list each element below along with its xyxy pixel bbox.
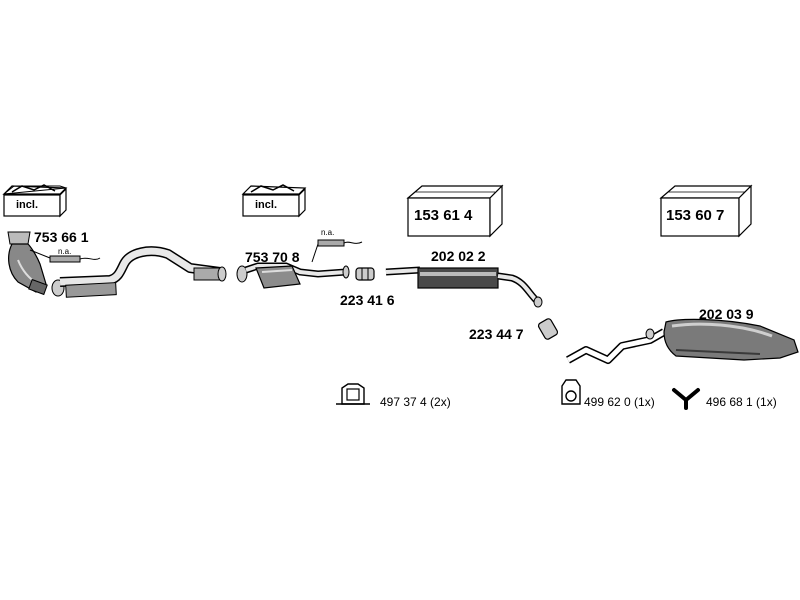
legend-hanger-a: 497 37 4 (2x) [380,395,451,409]
front-catalyst [7,231,48,296]
kit-label-1: 153 61 4 [414,207,473,224]
part-number-clamp-1: 223 41 6 [340,292,395,308]
note-na-1: n.a. [58,247,72,256]
hanger-icon-a [336,383,370,405]
front-pipe [51,246,227,298]
hanger-icon-c [672,388,700,410]
note-na-2: n.a. [321,228,335,237]
incl-label-2: incl. [255,199,278,211]
part-number-front-catalyst: 753 66 1 [34,229,89,245]
part-number-rear-muffler: 202 03 9 [699,306,754,322]
clamp-2 [537,318,559,340]
middle-catalyst [236,262,350,289]
part-number-middle-catalyst: 753 70 8 [245,249,300,265]
incl-box-1 [2,184,68,218]
lambda-sensor-1 [29,249,101,263]
kit-box-2 [659,184,753,238]
part-number-clamp-2: 223 44 7 [469,326,524,342]
kit-box-1 [406,184,504,238]
part-number-front-muffler: 202 02 2 [431,248,486,264]
kit-label-2: 153 60 7 [666,207,725,224]
front-muffler [385,266,543,308]
incl-box-2 [241,184,307,218]
legend-hanger-c: 496 68 1 (1x) [706,395,777,409]
incl-label-1: incl. [16,199,39,211]
hanger-icon-b [561,379,581,405]
rear-muffler [566,318,799,364]
lambda-sensor-2 [311,239,363,263]
legend-hanger-b: 499 62 0 (1x) [584,395,655,409]
clamp-1 [355,267,375,281]
